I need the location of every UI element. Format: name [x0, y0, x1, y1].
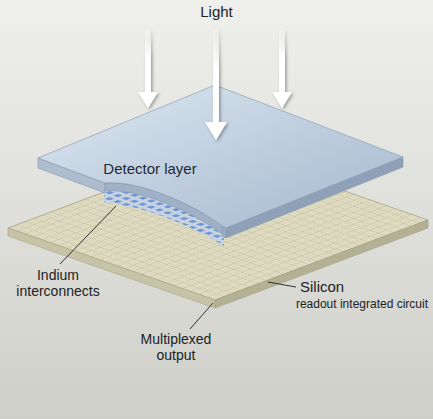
leader-line	[60, 206, 116, 264]
leader-line	[268, 282, 296, 287]
part-label: Silicon	[300, 278, 344, 295]
node-label: Detector layer	[103, 160, 196, 177]
detector-shape	[30, 80, 410, 245]
detector-layer: Detector layer	[30, 80, 410, 245]
detector-top	[38, 85, 403, 228]
leader-line	[190, 303, 213, 329]
light-arrow	[272, 30, 292, 108]
part-label: Light	[0, 3, 433, 20]
part-label: Multiplexed output	[124, 331, 228, 363]
part-label: Indium interconnects	[6, 267, 110, 299]
light-arrow	[138, 30, 158, 108]
part-label: readout integrated circuit	[296, 298, 428, 312]
chip-side	[215, 220, 428, 308]
light-arrow	[205, 30, 227, 140]
